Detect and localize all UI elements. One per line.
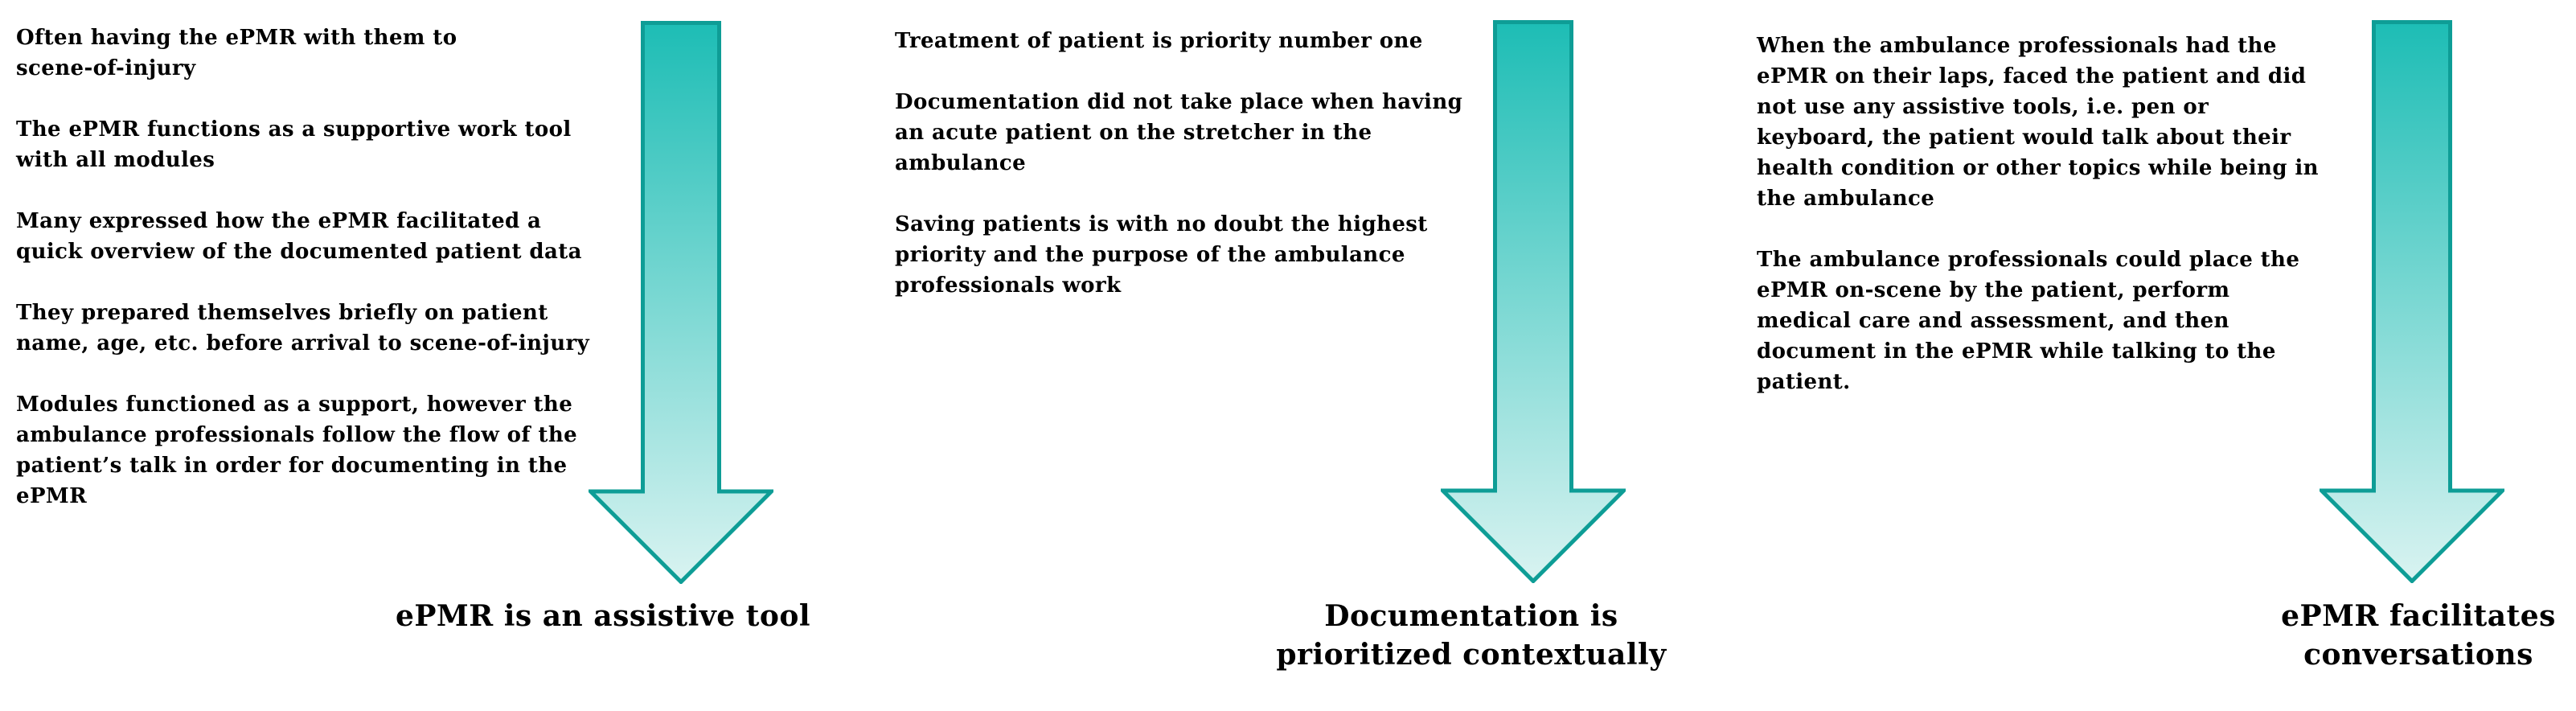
- down-arrow-icon: [1441, 20, 1626, 583]
- findings-column-2: Treatment of patient is priority number …: [895, 26, 1462, 301]
- finding-paragraph: Saving patients is with no doubt the hig…: [895, 212, 1428, 298]
- theme-label-assistive-tool: ePMR is an assistive tool: [395, 599, 811, 633]
- finding-paragraph: Many expressed how the ePMR facilitated …: [16, 209, 582, 264]
- finding-paragraph: Treatment of patient is priority number …: [895, 29, 1423, 53]
- theme-label-facilitates-conversations: ePMR facilitates conversations: [2281, 599, 2556, 672]
- findings-column-1: Often having the ePMR with them to scene…: [16, 23, 589, 512]
- finding-paragraph: The ePMR functions as a supportive work …: [16, 117, 572, 172]
- finding-paragraph: They prepared themselves briefly on pati…: [16, 301, 590, 356]
- finding-paragraph: Often having the ePMR with them to scene…: [16, 26, 457, 80]
- finding-paragraph: The ambulance professionals could place …: [1757, 248, 2300, 394]
- findings-column-3: When the ambulance professionals had the…: [1757, 31, 2319, 397]
- finding-paragraph: Modules functioned as a support, however…: [16, 392, 578, 508]
- finding-paragraph: When the ambulance professionals had the…: [1757, 34, 2319, 211]
- down-arrow-icon: [589, 21, 773, 584]
- finding-paragraph: Documentation did not take place when ha…: [895, 90, 1463, 175]
- down-arrow-icon: [2320, 20, 2504, 583]
- theme-label-documentation-prioritized: Documentation is prioritized contextuall…: [1276, 599, 1667, 672]
